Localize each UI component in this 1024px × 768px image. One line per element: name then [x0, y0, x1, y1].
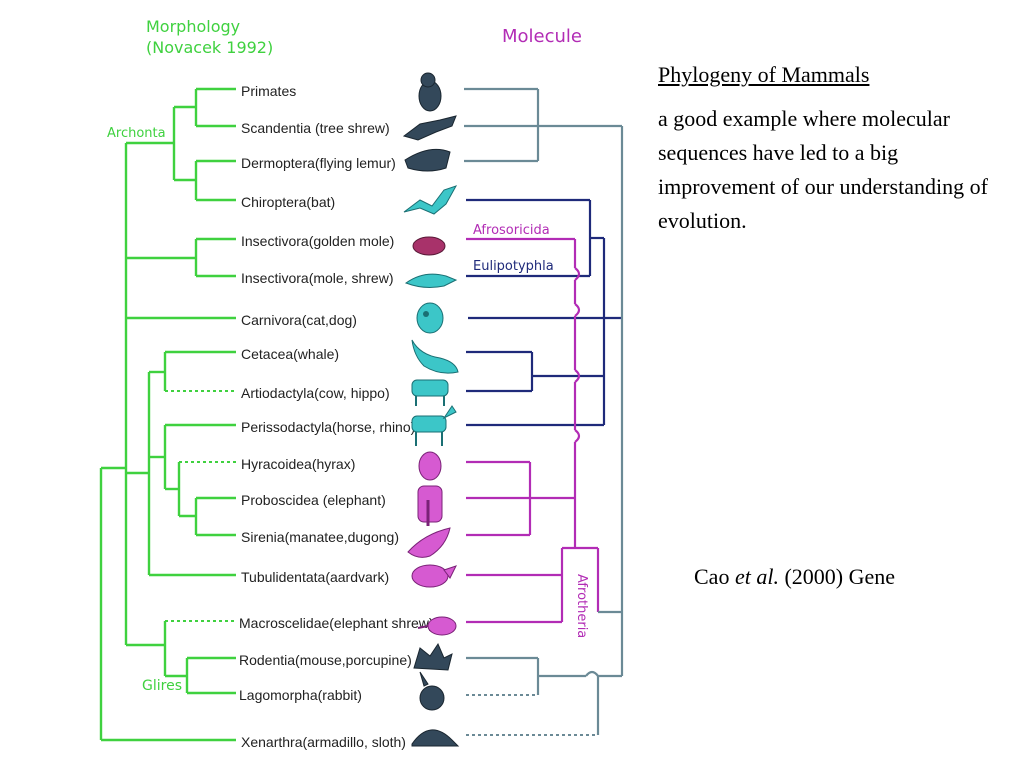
manatee-icon	[407, 527, 451, 558]
citation-author: Cao	[694, 564, 735, 589]
text-panel: Phylogeny of Mammals a good example wher…	[658, 62, 998, 238]
animal-icons	[402, 72, 460, 747]
afrosoricida-label: Afrosoricida	[473, 223, 550, 238]
taxon-label: Rodentia(mouse,porcupine)	[239, 652, 412, 668]
taxon-label: Lagomorpha(rabbit)	[239, 687, 362, 703]
armadillo-icon	[411, 729, 460, 747]
cow-icon	[411, 379, 449, 406]
taxon-label: Artiodactyla(cow, hippo)	[241, 385, 390, 401]
slide-description: a good example where molecular sequences…	[658, 106, 988, 234]
elephant-icon	[417, 485, 443, 526]
golden-mole-icon	[412, 236, 446, 256]
porcupine-icon	[413, 642, 453, 671]
elephant-shrew-icon	[417, 616, 457, 636]
citation: Cao et al. (2000) Gene	[694, 564, 895, 590]
molecule-title: Molecule	[502, 26, 582, 47]
molecule-tree	[464, 87, 624, 736]
taxon-label: Proboscidea (elephant)	[241, 492, 386, 508]
rabbit-icon	[419, 671, 445, 711]
taxon-label: Carnivora(cat,dog)	[241, 312, 357, 328]
horse-icon	[411, 405, 457, 446]
taxon-label: Macroscelidae(elephant shrew)	[239, 615, 434, 631]
slide-heading: Phylogeny of Mammals	[658, 62, 870, 87]
phylogeny-figure: Morphology (Novacek 1992) Molecule	[99, 17, 624, 750]
morphology-tree	[99, 87, 236, 742]
taxon-label: Insectivora(golden mole)	[241, 233, 394, 249]
citation-et-al: et al.	[734, 564, 779, 589]
taxon-label: Sirenia(manatee,dugong)	[241, 529, 399, 545]
primate-icon	[418, 72, 442, 112]
morphology-title: Morphology	[146, 17, 240, 36]
taxon-label: Chiroptera(bat)	[241, 194, 335, 210]
flying-lemur-icon	[404, 148, 451, 172]
morphology-source: (Novacek 1992)	[146, 38, 273, 57]
taxon-labels: Primates Scandentia (tree shrew) Dermopt…	[239, 83, 434, 750]
whale-icon	[411, 339, 459, 374]
taxon-label: Scandentia (tree shrew)	[241, 120, 390, 136]
taxon-label: Xenarthra(armadillo, sloth)	[241, 734, 406, 750]
taxon-label: Cetacea(whale)	[241, 346, 339, 362]
shrew-icon	[404, 273, 458, 288]
eulipotyphla-label: Eulipotyphla	[473, 259, 554, 274]
taxon-label: Dermoptera(flying lemur)	[241, 155, 396, 171]
glires-label: Glires	[142, 678, 182, 694]
taxon-label: Hyracoidea(hyrax)	[241, 456, 355, 472]
afrotheria-label: Afrotheria	[574, 574, 589, 638]
citation-source: (2000) Gene	[778, 564, 896, 589]
hyrax-icon	[418, 451, 442, 481]
archonta-label: Archonta	[107, 126, 166, 141]
taxon-label: Insectivora(mole, shrew)	[241, 270, 394, 286]
tree-shrew-icon	[402, 115, 457, 141]
cat-icon	[416, 302, 444, 334]
taxon-label: Perissodactyla(horse, rhino)	[241, 419, 415, 435]
taxon-label: Primates	[241, 83, 296, 99]
bat-icon	[403, 185, 458, 215]
taxon-label: Tubulidentata(aardvark)	[241, 569, 389, 585]
aardvark-icon	[411, 564, 457, 588]
